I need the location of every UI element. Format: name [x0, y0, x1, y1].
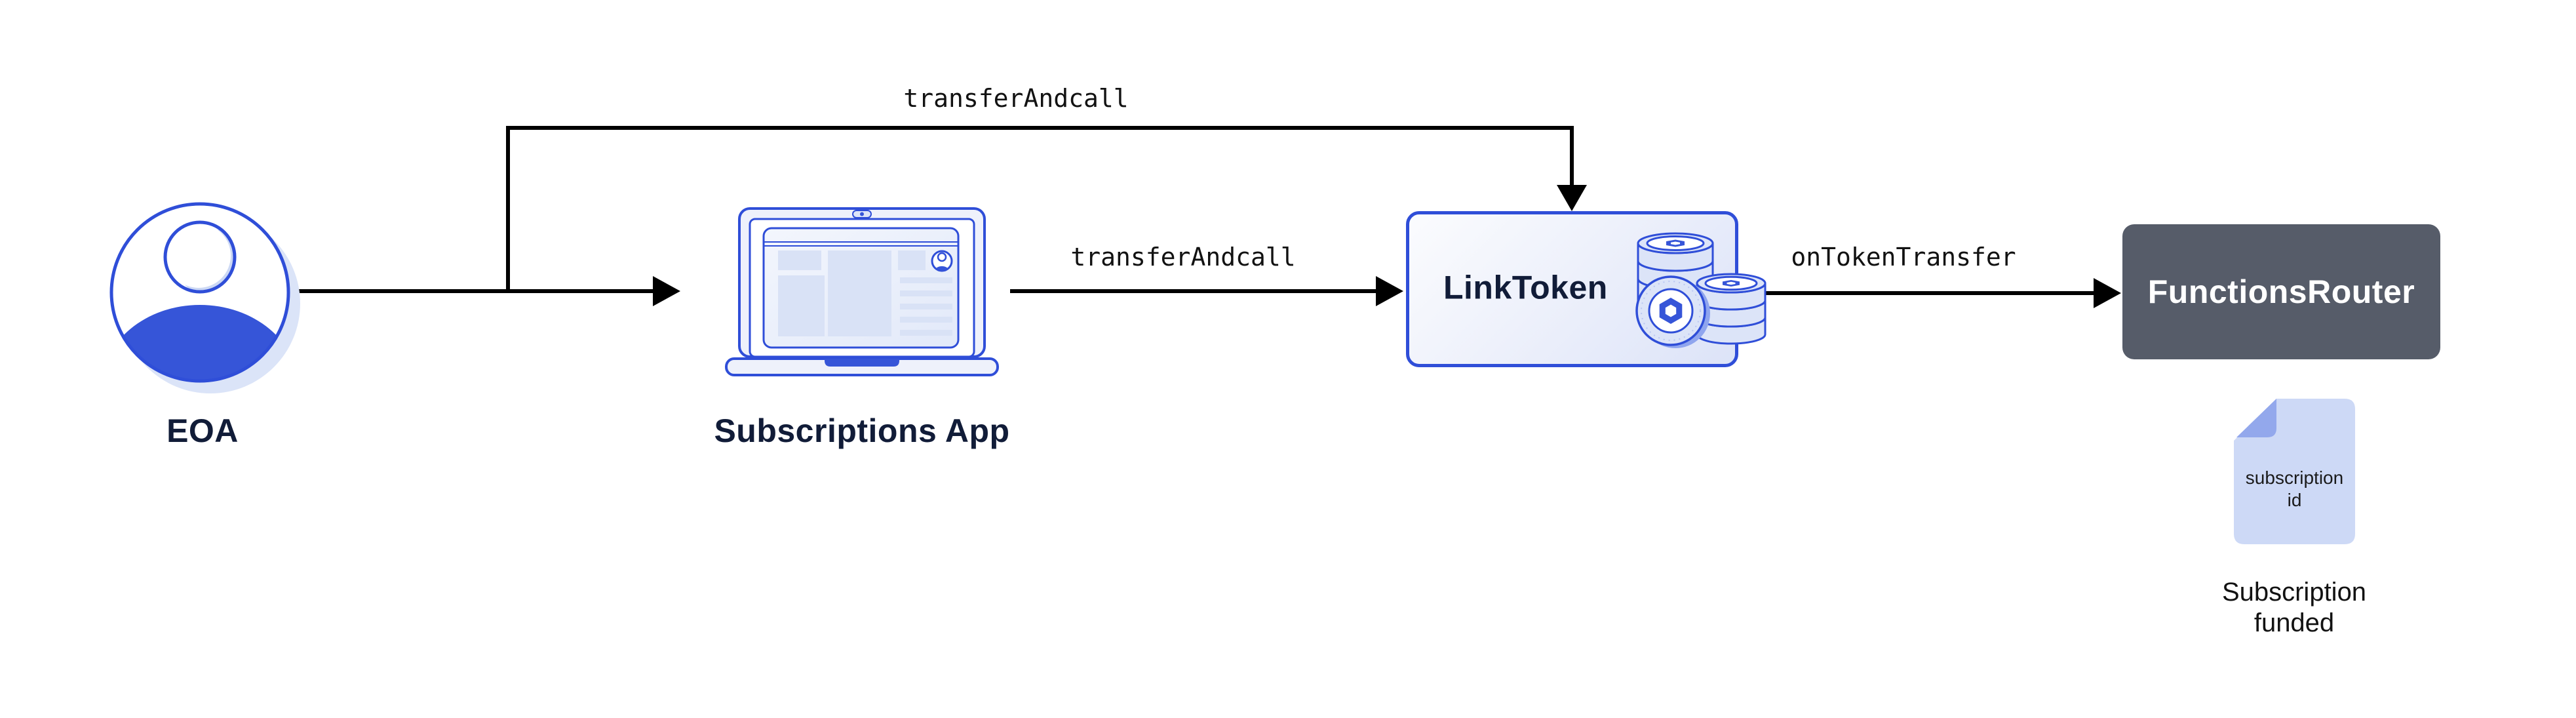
node-functions-router: FunctionsRouter [2122, 224, 2440, 359]
arrowhead-right-icon [653, 276, 680, 306]
document-text-line1: subscription [2245, 468, 2344, 488]
node-label-eoa: EOA [166, 412, 239, 449]
node-label-subscriptions-app: Subscriptions App [714, 412, 1010, 449]
document-icon [2234, 399, 2355, 544]
arrowhead-right-icon [1376, 276, 1403, 306]
edge-label-ontokentransfer: onTokenTransfer [1791, 243, 2016, 271]
document-text: subscription id [2234, 467, 2355, 511]
browser-content-blocks [778, 250, 952, 336]
coin-stack-icon [1635, 232, 1766, 348]
caption-line1: Subscription [2221, 578, 2367, 607]
edge-label-transferandcall-mid: transferAndcall [1070, 243, 1296, 271]
node-label-functions-router: FunctionsRouter [2147, 273, 2415, 310]
subscription-funded-caption: Subscription funded [2209, 577, 2379, 639]
avatar-head-outline [163, 220, 237, 294]
document-fold-corner [2236, 399, 2276, 437]
arrowhead-down-icon [1557, 185, 1587, 211]
arrowhead-right-icon [2094, 278, 2121, 308]
laptop-notch [825, 359, 899, 367]
edge-label-transferandcall-top: transferAndcall [903, 84, 1129, 113]
caption-line2: funded [2254, 608, 2335, 637]
avatar-outline [109, 202, 290, 383]
document-text-line2: id [2287, 490, 2302, 510]
edge-eoa-to-linktoken-line [506, 126, 1574, 293]
avatar-body [111, 305, 288, 381]
node-label-linktoken: LinkToken [1443, 269, 1608, 306]
laptop-icon [725, 207, 999, 376]
person-avatar-icon [109, 202, 300, 393]
